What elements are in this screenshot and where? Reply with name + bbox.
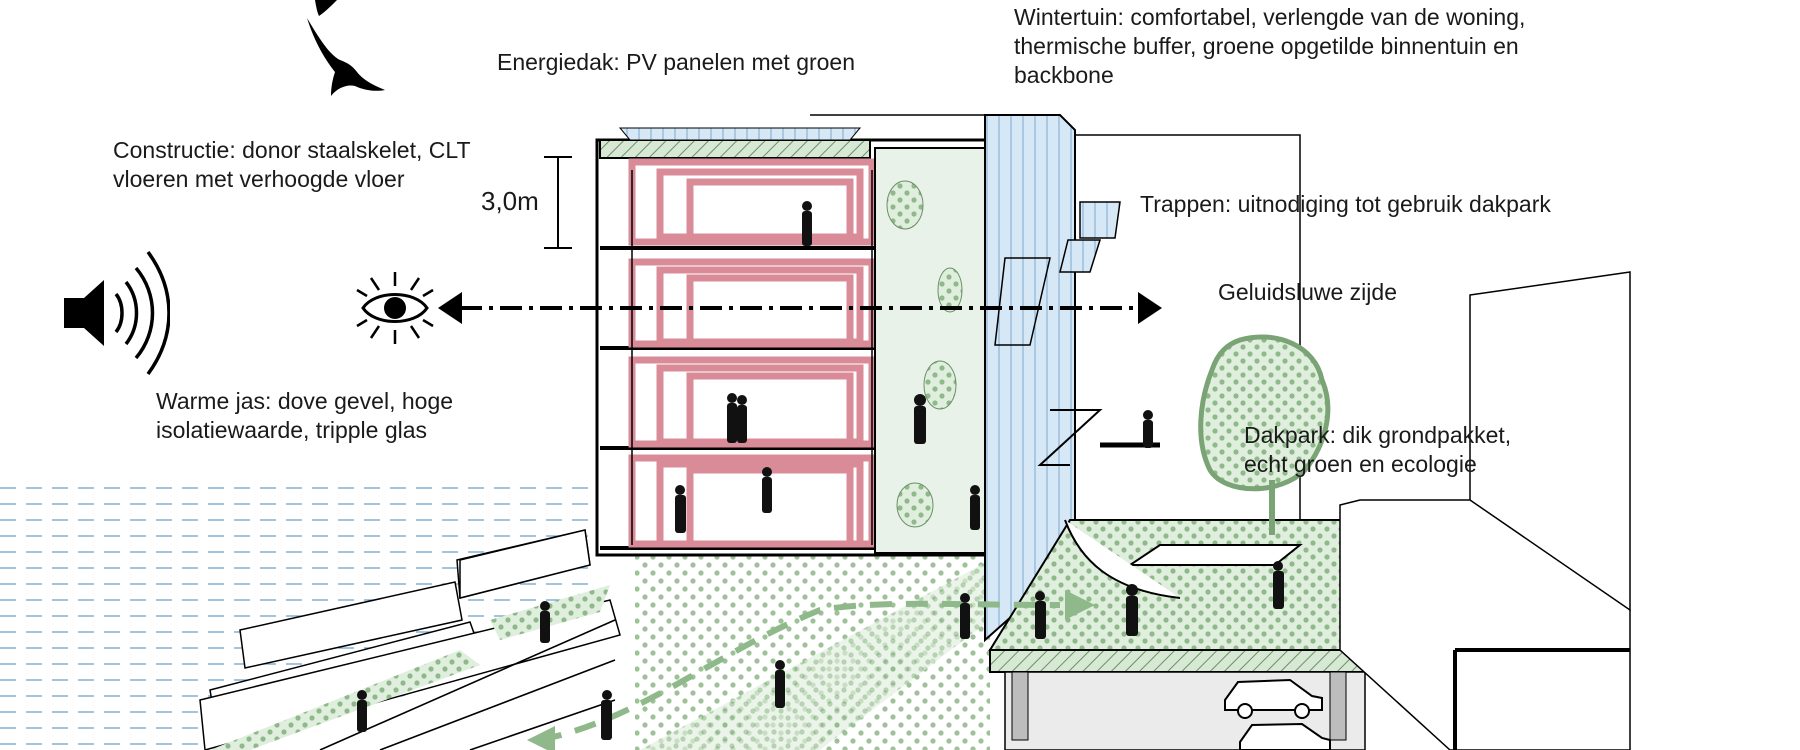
green-ground xyxy=(635,555,990,750)
sightline-arrow xyxy=(438,292,1162,324)
label-wintertuin-line-3: backbone xyxy=(1014,62,1114,88)
parked-cars xyxy=(1224,678,1331,750)
stairs xyxy=(994,201,1121,346)
bird-icon xyxy=(285,0,395,100)
label-dakpark-line-1: Dakpark: dik grondpakket, xyxy=(1244,422,1512,448)
label-geluidsluwe-text: Geluidsluwe zijde xyxy=(1218,279,1397,305)
label-constructie-line-1: Constructie: donor staalskelet, CLT xyxy=(113,137,471,163)
label-dakpark: Dakpark: dik grondpakket, echt groen en … xyxy=(1244,421,1511,479)
label-warme-jas-line-2: isolatiewaarde, tripple glas xyxy=(156,417,428,443)
label-warme-jas: Warme jas: dove gevel, hoge isolatiewaar… xyxy=(156,387,453,445)
label-dakpark-line-2: echt groen en ecologie xyxy=(1244,451,1477,477)
label-energiedak: Energiedak: PV panelen met groen xyxy=(497,48,855,77)
label-wintertuin-line-1: Wintertuin: comfortabel, verlengde van d… xyxy=(1014,4,1526,30)
floor-height-dimension xyxy=(544,156,572,249)
speaker-sound-icon xyxy=(60,248,171,378)
label-wintertuin: Wintertuin: comfortabel, verlengde van d… xyxy=(1014,3,1525,90)
label-energiedak-text: Energiedak: PV panelen met groen xyxy=(497,49,856,75)
label-trappen-text: Trappen: uitnodiging tot gebruik dakpark xyxy=(1140,191,1551,217)
label-warme-jas-line-1: Warme jas: dove gevel, hoge xyxy=(156,388,454,414)
label-wintertuin-line-2: thermische buffer, groene opgetilde binn… xyxy=(1014,33,1519,59)
label-constructie: Constructie: donor staalskelet, CLT vloe… xyxy=(113,136,471,194)
green-strips-left xyxy=(210,585,610,750)
people-silhouettes xyxy=(357,201,1284,740)
adjacent-buildings xyxy=(1339,271,1631,750)
eye-icon xyxy=(355,268,435,348)
label-trappen: Trappen: uitnodiging tot gebruik dakpark xyxy=(1140,190,1551,219)
floor-height-label: 3,0m xyxy=(481,186,539,216)
roof-park xyxy=(988,334,1367,750)
label-constructie-line-2: vloeren met verhoogde vloer xyxy=(113,166,405,192)
street-lines xyxy=(319,619,616,750)
label-geluidsluwe: Geluidsluwe zijde xyxy=(1218,278,1397,307)
